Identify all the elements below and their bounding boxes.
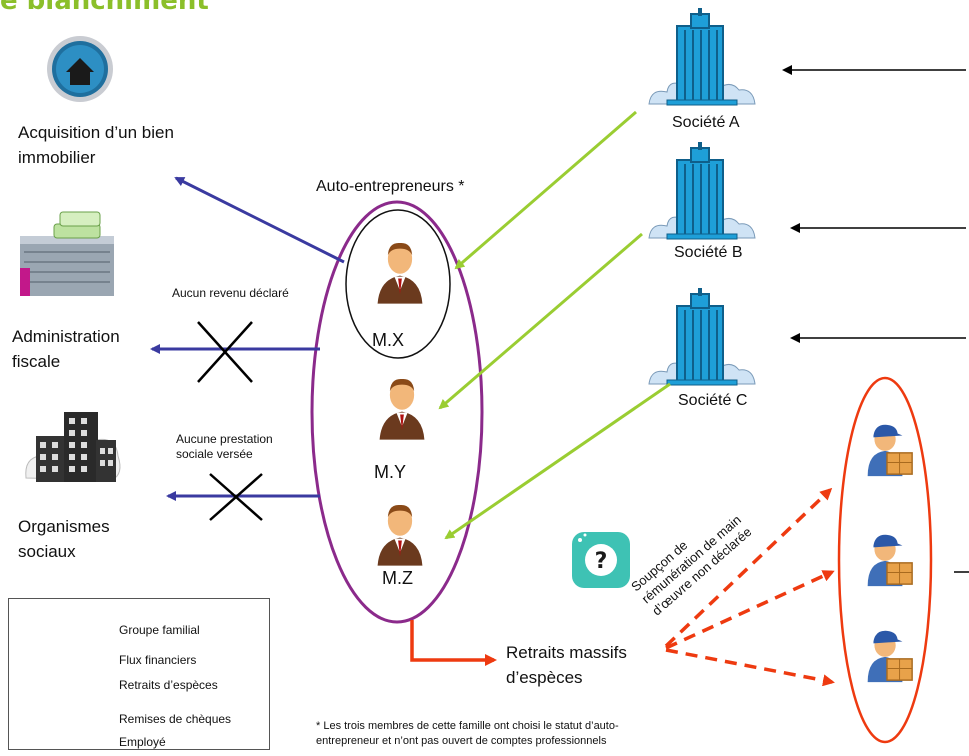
skyscraper-icon (647, 288, 757, 387)
footnote-line-1: * Les trois membres de cette famille ont… (316, 720, 619, 732)
footnote-line-2: entrepreneur et n’ont pas ouvert de comp… (316, 735, 607, 747)
legend-item: Groupe familial (9, 621, 269, 641)
businessman-icon (377, 242, 423, 304)
cheque-arrow-societe-c (444, 382, 671, 540)
legend-item: Employé (9, 733, 269, 753)
societe-b-label: Société B (674, 244, 743, 261)
businessman-icon (377, 504, 423, 566)
aucune-prestation-label: Aucune prestation sociale versée (176, 432, 273, 461)
societe-a-label: Société A (672, 114, 740, 131)
auto-entrepreneurs-label: Auto-entrepreneurs * (316, 178, 465, 195)
cross-mark-administration (197, 321, 253, 383)
page-title: e blanchiment (0, 0, 209, 16)
legend-item: Flux financiers (9, 651, 269, 671)
societe-c-label: Société C (678, 392, 748, 409)
legend-label: Employé (119, 735, 166, 749)
question-bubble-icon: ? (572, 532, 630, 588)
businessman-icon (379, 378, 425, 440)
soupcon-annotation: Soupçon de rémunération de main d’œuvre … (628, 512, 754, 618)
house-icon (47, 36, 113, 102)
svg-text:?: ? (595, 549, 608, 574)
mz-label: M.Z (382, 568, 413, 588)
legend-item: Remises de chèques (9, 710, 269, 730)
mx-label: M.X (372, 330, 405, 350)
acquisition-label: Acquisition d’un bien immobilier (18, 123, 174, 167)
tax-office-icon (20, 211, 114, 296)
aucun-revenu-label: Aucun revenu déclaré (172, 286, 289, 300)
delivery-worker-icon (866, 534, 913, 587)
office-building-icon (25, 412, 121, 482)
skyscraper-icon (647, 8, 757, 107)
family-group-ellipse (310, 200, 484, 624)
legend: Groupe familial Flux financiers Retraits… (8, 598, 270, 750)
workers-group-ellipse (837, 376, 933, 744)
administration-label: Administration fiscale (12, 327, 120, 371)
cheque-arrow-societe-b (438, 232, 643, 410)
cash-to-worker-3-arrow (665, 648, 835, 687)
legend-label: Retraits d’espèces (119, 678, 218, 692)
legend-label: Groupe familial (119, 623, 200, 637)
legend-item: Retraits d’espèces (9, 676, 269, 696)
skyscraper-icon (647, 142, 757, 241)
flow-to-acquisition-arrow (174, 176, 345, 264)
mx-highlight-ellipse (345, 209, 451, 359)
delivery-worker-icon (866, 424, 913, 477)
cash-to-worker-2-arrow (665, 570, 835, 650)
my-label: M.Y (374, 462, 407, 482)
legend-label: Remises de chèques (119, 712, 232, 726)
cross-mark-organismes (209, 473, 263, 521)
organismes-label: Organismes sociaux (18, 517, 110, 561)
delivery-worker-icon (866, 630, 913, 683)
cash-withdrawal-arrow (410, 620, 497, 666)
legend-label: Flux financiers (119, 653, 197, 667)
cheque-arrow-societe-a (454, 110, 637, 270)
cash-to-worker-1-arrow (664, 487, 833, 648)
retraits-label: Retraits massifs d’espèces (506, 643, 627, 687)
